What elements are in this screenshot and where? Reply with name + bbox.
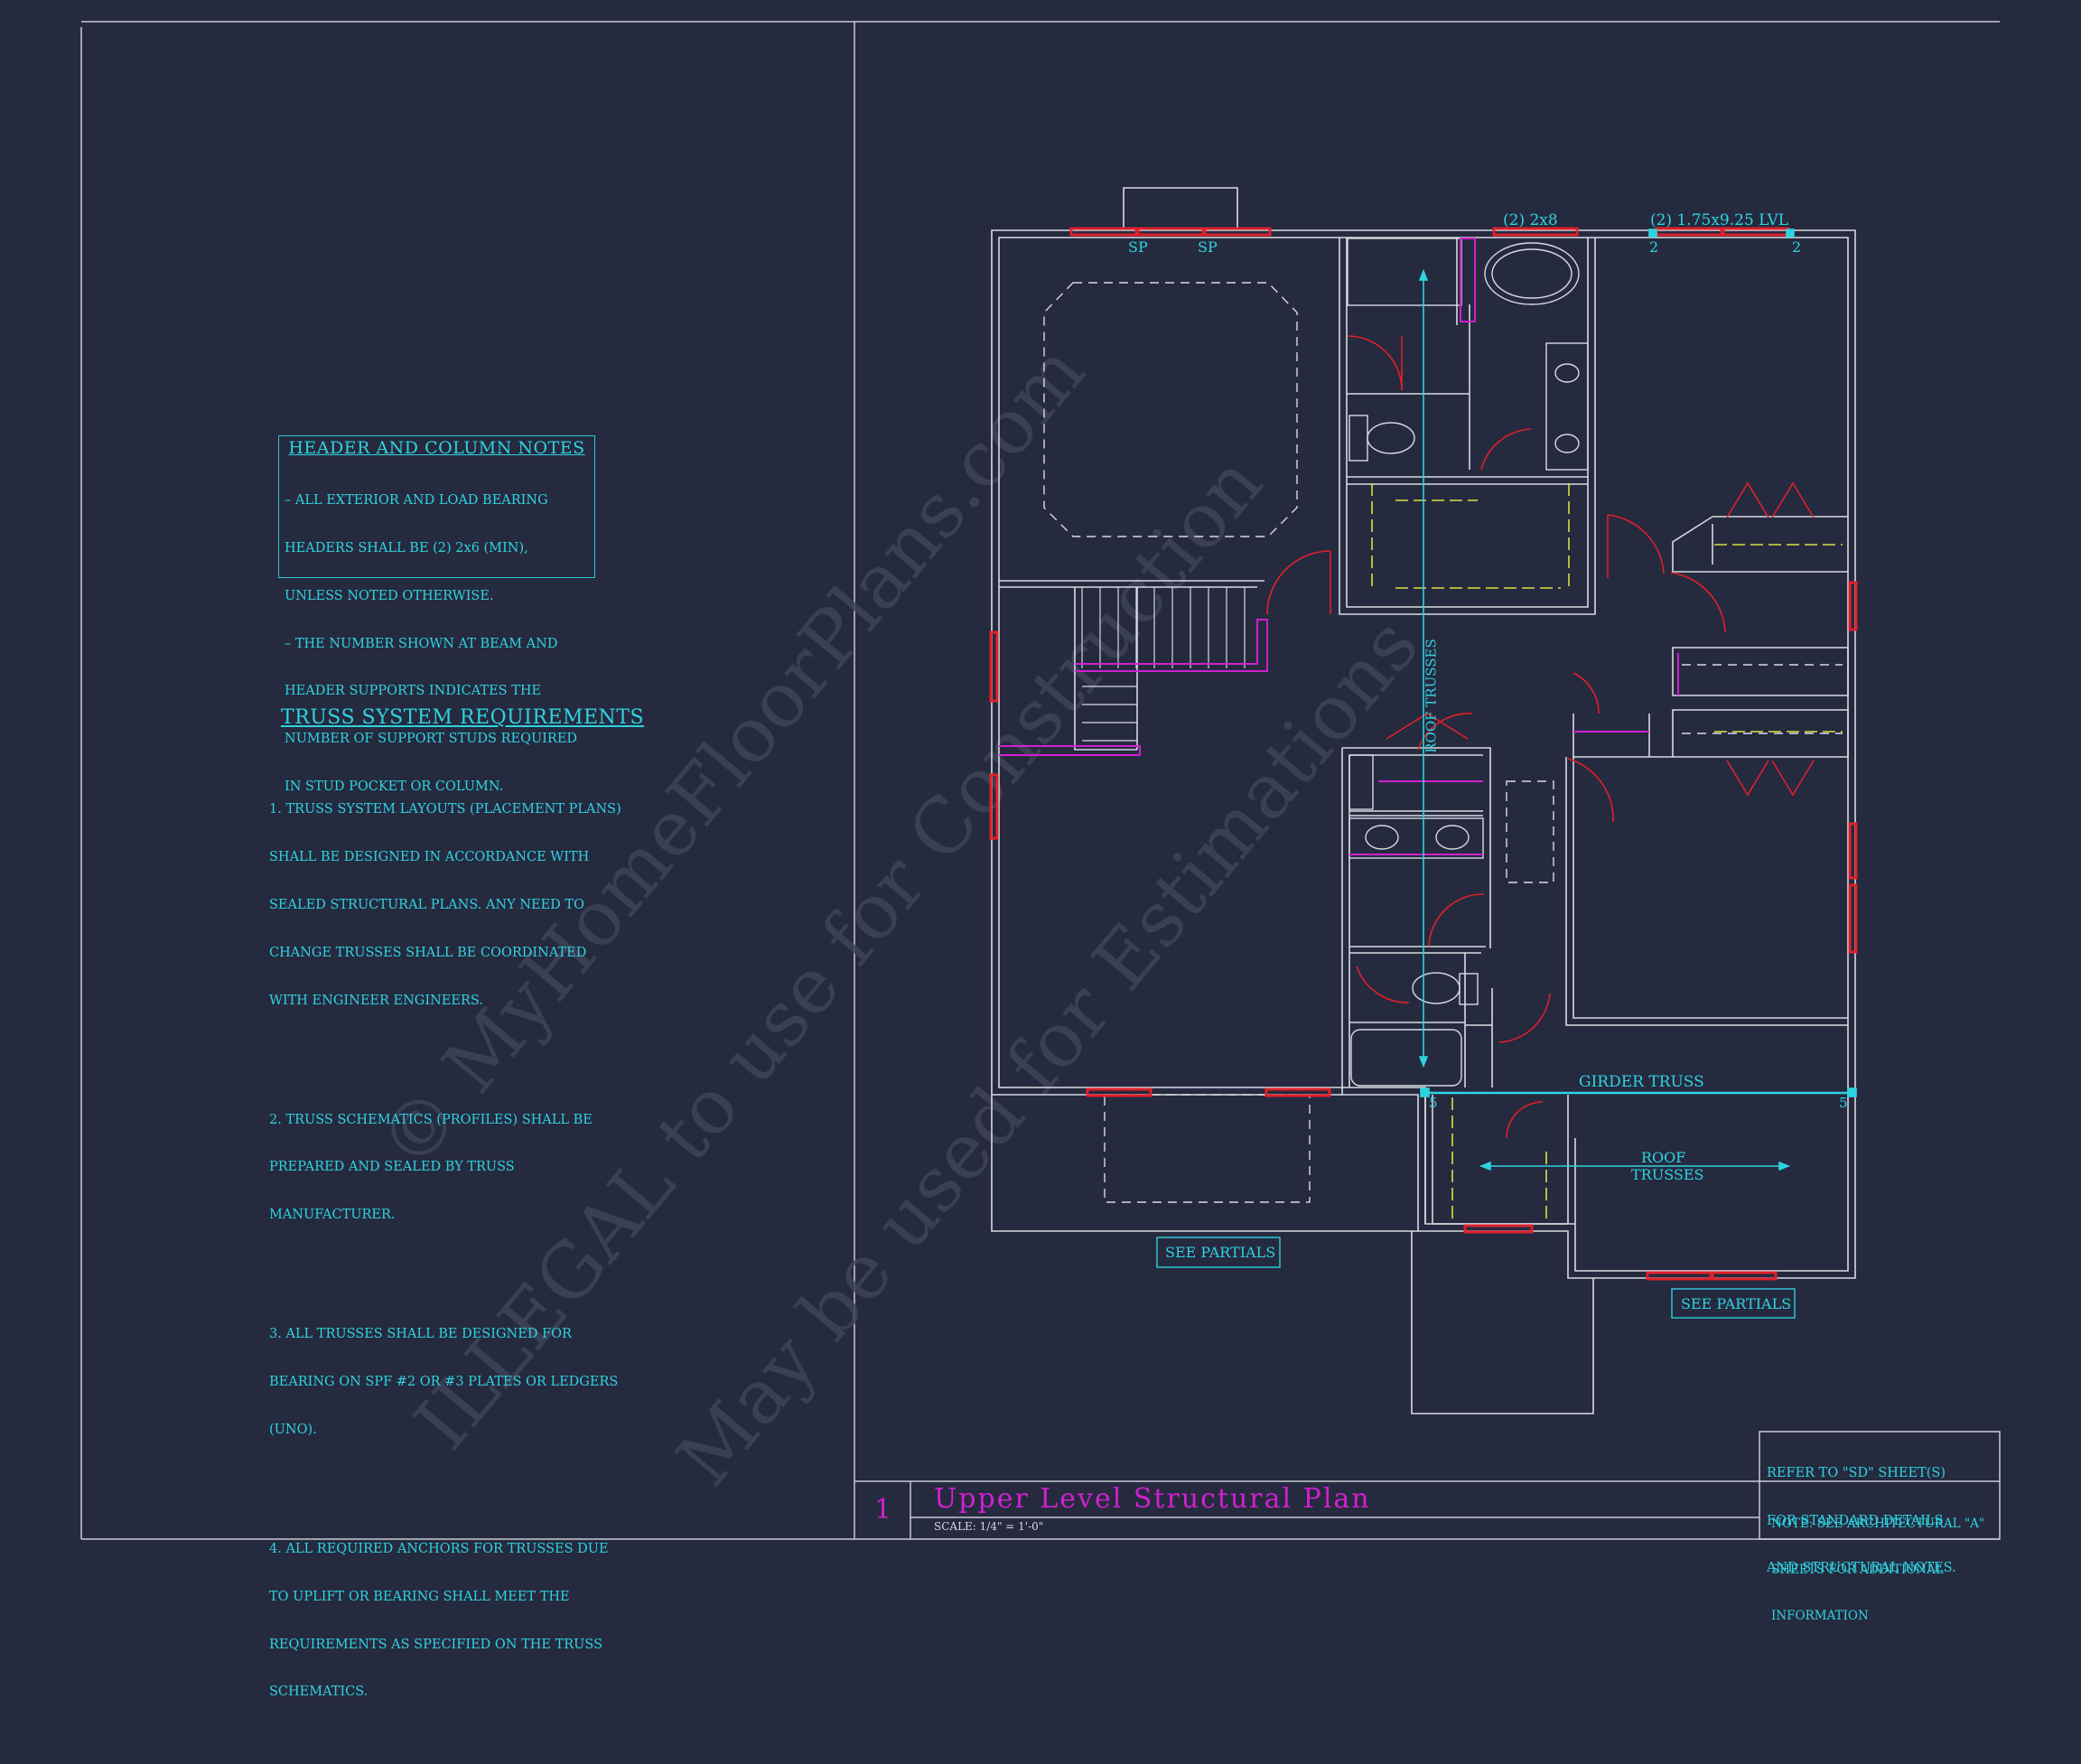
truss-line: (UNO).: [269, 1422, 317, 1437]
header-note-line: UNLESS NOTED OTHERWISE.: [285, 588, 494, 603]
truss-line: SHALL BE DESIGNED IN ACCORDANCE WITH: [269, 850, 590, 865]
closet-shelves: [1371, 483, 1843, 1219]
truss-line: 4. ALL REQUIRED ANCHORS FOR TRUSSES DUE: [269, 1542, 609, 1557]
truss-requirements-title: TRUSS SYSTEM REQUIREMENTS: [281, 706, 645, 729]
header-note-line: NUMBER OF SUPPORT STUDS REQUIRED: [285, 732, 578, 747]
refer-note-line: REFER TO "SD" SHEET(S): [1767, 1466, 1946, 1480]
truss-line: 2. TRUSS SCHEMATICS (PROFILES) SHALL BE: [269, 1112, 593, 1127]
truss-line: WITH ENGINEER ENGINEERS.: [269, 993, 483, 1008]
header-2x8-label: (2) 2x8: [1503, 211, 1558, 229]
header-note-line: – THE NUMBER SHOWN AT BEAM AND: [285, 636, 558, 651]
drawing-title: Upper Level Structural Plan: [934, 1483, 1371, 1515]
sheet-border: [80, 21, 2001, 1540]
header-notes-body: – ALL EXTERIOR AND LOAD BEARING HEADERS …: [279, 458, 594, 827]
door-swings: [1266, 335, 1815, 1139]
plan-drawing: © MyHomeFloorPlans.com ILLEGAL to use fo…: [80, 21, 2001, 1540]
header-note-line: HEADERS SHALL BE (2) 2x6 (MIN),: [285, 540, 528, 555]
roof-trusses-horizontal-label-1: ROOF: [1641, 1149, 1686, 1166]
truss-item-4: 4. ALL REQUIRED ANCHORS FOR TRUSSES DUE …: [269, 1510, 667, 1732]
truss-line: MANUFACTURER.: [269, 1208, 396, 1223]
drawing-scale: SCALE: 1/4" = 1'-0": [934, 1520, 1044, 1533]
truss-line: REQUIREMENTS AS SPECIFIED ON THE TRUSS: [269, 1637, 603, 1652]
header-note-line: IN STUD POCKET OR COLUMN.: [285, 779, 504, 794]
truss-line: 3. ALL TRUSSES SHALL BE DESIGNED FOR: [269, 1327, 572, 1342]
architectural-note-line: NOTE: SEE ARCHITECTURAL "A": [1771, 1517, 1985, 1531]
truss-line: SEALED STRUCTURAL PLANS. ANY NEED TO: [269, 897, 584, 912]
header-notes-title: HEADER AND COLUMN NOTES: [288, 438, 585, 458]
drawing-number: 1: [874, 1494, 892, 1526]
truss-item-3: 3. ALL TRUSSES SHALL BE DESIGNED FOR BEA…: [269, 1295, 667, 1470]
see-partials-box-2: [1671, 1288, 1796, 1319]
header-lvl-label: (2) 1.75x9.25 LVL: [1650, 211, 1789, 229]
stair-rail: [999, 619, 1268, 756]
girder-bearing-left: 5: [1429, 1095, 1438, 1111]
truss-requirements: TRUSS SYSTEM REQUIREMENTS 1. TRUSS SYSTE…: [269, 706, 667, 1764]
header-note-line: – ALL EXTERIOR AND LOAD BEARING: [285, 493, 548, 509]
stud-count-left: 2: [1649, 238, 1659, 256]
stud-count-right: 2: [1792, 238, 1802, 256]
see-partials-label-2: SEE PARTIALS: [1681, 1295, 1792, 1312]
truss-line: PREPARED AND SEALED BY TRUSS: [269, 1160, 515, 1175]
structural-lines: [1418, 229, 1857, 1171]
architectural-note-line: INFORMATION: [1771, 1609, 1869, 1623]
truss-line: CHANGE TRUSSES SHALL BE COORDINATED: [269, 945, 587, 960]
header-note-line: HEADER SUPPORTS INDICATES THE: [285, 684, 542, 699]
truss-item-2: 2. TRUSS SCHEMATICS (PROFILES) SHALL BE …: [269, 1080, 667, 1255]
sp-label-1: SP: [1128, 238, 1148, 256]
refer-note-line: FOR STANDARD DETAILS: [1767, 1513, 1944, 1528]
dashed-outlines: [1043, 282, 1843, 1203]
sp-label-2: SP: [1198, 238, 1218, 256]
see-partials-label-1: SEE PARTIALS: [1165, 1244, 1276, 1261]
fixtures: [1347, 238, 1589, 1087]
stair: [1081, 587, 1246, 742]
roof-trusses-horizontal-label-2: TRUSSES: [1631, 1166, 1704, 1183]
girder-bearing-right: 5: [1839, 1095, 1848, 1111]
truss-item-1: 1. TRUSS SYSTEM LAYOUTS (PLACEMENT PLANS…: [269, 770, 667, 1041]
architectural-note-line: SHEETS FOR ADDITIONAL: [1771, 1563, 1944, 1577]
see-partials-box-1: [1156, 1237, 1281, 1268]
truss-line: 1. TRUSS SYSTEM LAYOUTS (PLACEMENT PLANS…: [269, 802, 621, 817]
truss-line: TO UPLIFT OR BEARING SHALL MEET THE: [269, 1589, 570, 1604]
header-column-notes: HEADER AND COLUMN NOTES – ALL EXTERIOR A…: [278, 435, 595, 794]
truss-line: SCHEMATICS.: [269, 1685, 369, 1700]
see-partials-boxes: [1156, 1237, 1796, 1319]
girder-truss-label: GIRDER TRUSS: [1579, 1073, 1704, 1091]
magenta-trims: [1349, 238, 1679, 855]
truss-requirements-body: 1. TRUSS SYSTEM LAYOUTS (PLACEMENT PLANS…: [269, 739, 667, 1764]
truss-line: BEARING ON SPF #2 OR #3 PLATES OR LEDGER…: [269, 1375, 619, 1390]
architectural-note: NOTE: SEE ARCHITECTURAL "A" SHEETS FOR A…: [1771, 1486, 1984, 1639]
roof-trusses-vertical-label: ROOF TRUSSES: [1423, 639, 1440, 753]
